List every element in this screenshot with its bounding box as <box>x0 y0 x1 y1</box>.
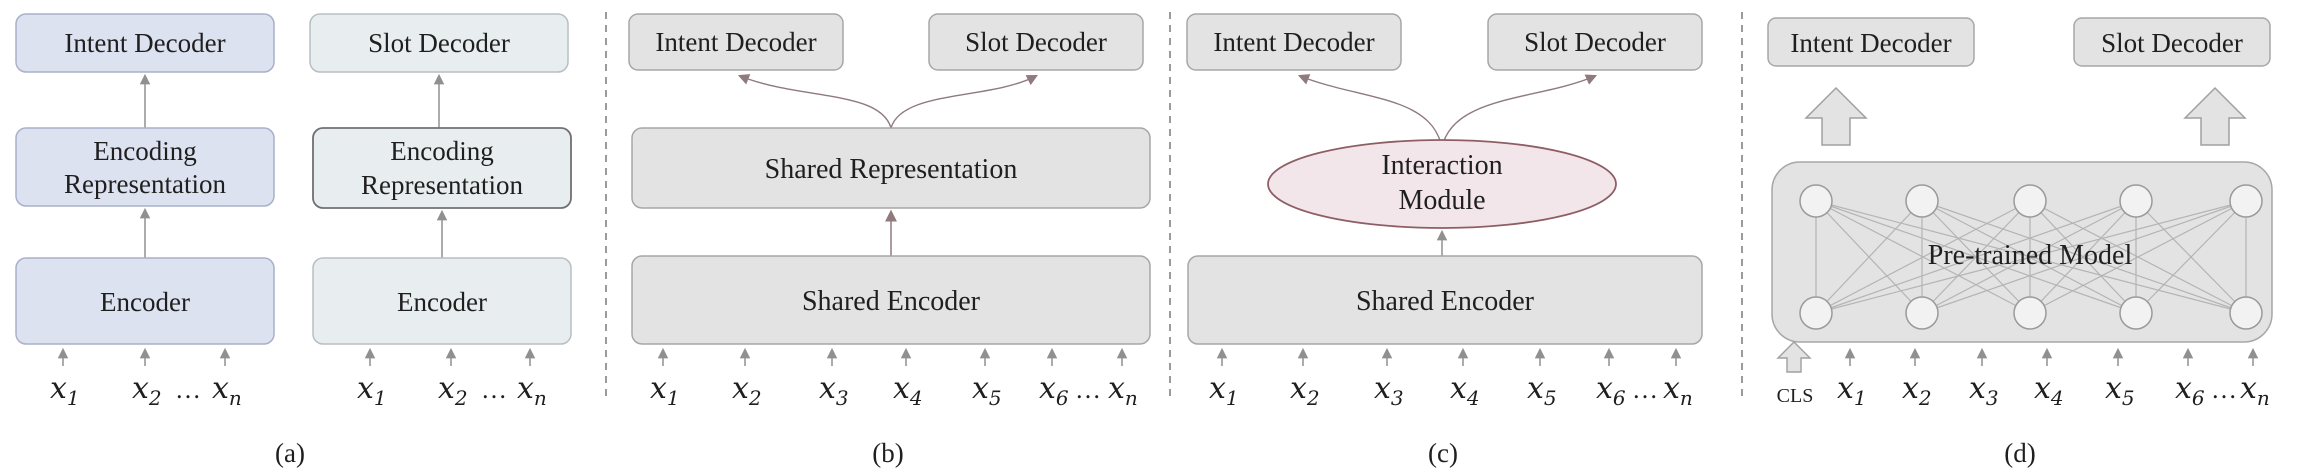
shared-representation-label: Shared Representation <box>765 154 1018 185</box>
input-token: x4 <box>893 371 923 410</box>
node-circle <box>1905 184 1939 218</box>
input-token: xn <box>1108 371 1138 410</box>
node-circle <box>2229 296 2263 330</box>
encoder-label: Encoder <box>397 287 487 317</box>
input-token: x6 <box>1039 371 1069 410</box>
input-token: x4 <box>2034 371 2064 410</box>
node-circle <box>2119 296 2153 330</box>
panel-d: Intent Decoder Slot Decoder Pre-trained … <box>1767 17 2273 468</box>
interaction-module-label-2: Module <box>1398 185 1485 216</box>
curve-arrow-intent <box>737 74 892 129</box>
input-token: xn <box>1663 371 1693 410</box>
encoding-representation-box <box>15 127 275 207</box>
input-token: x5 <box>2105 371 2135 410</box>
fully-connected-edges <box>1815 200 2247 314</box>
caption-d: (d) <box>2004 438 2035 468</box>
node-circle <box>2119 184 2153 218</box>
intent-decoder-box <box>1186 13 1402 71</box>
slot-decoder-label: Slot Decoder <box>1524 27 1666 57</box>
curve-arrow-slot <box>890 74 1038 129</box>
curve-arrow-intent <box>1297 74 1443 149</box>
encoding-representation-box <box>312 127 572 209</box>
input-token: x1 <box>1837 371 1867 410</box>
encoder-box <box>312 257 572 345</box>
shared-encoder-label: Shared Encoder <box>1356 286 1535 317</box>
input-token: x1 <box>1209 371 1239 410</box>
interaction-module-label-1: Interaction <box>1381 150 1502 181</box>
intent-decoder-label: Intent Decoder <box>64 28 225 58</box>
node-circle <box>1799 184 1833 218</box>
encoding-representation-label-1: Encoding <box>390 136 493 166</box>
shared-encoder-box <box>631 255 1151 345</box>
input-token: x6 <box>1596 371 1626 410</box>
input-token: x2 <box>1290 371 1320 410</box>
shared-encoder-label: Shared Encoder <box>802 286 981 317</box>
intent-decoder-box <box>15 13 275 73</box>
slot-decoder-label: Slot Decoder <box>2101 28 2243 58</box>
slot-decoder-box <box>309 13 569 73</box>
input-token: x3 <box>819 371 849 410</box>
input-token: x5 <box>972 371 1002 410</box>
caption-c: (c) <box>1428 438 1458 468</box>
ellipsis: … <box>1075 375 1101 404</box>
node-circle <box>2013 296 2047 330</box>
input-token: xn <box>212 371 242 410</box>
intent-decoder-label: Intent Decoder <box>1790 28 1951 58</box>
panel-c: Intent Decoder Slot Decoder Interaction … <box>1186 13 1703 468</box>
input-token: x1 <box>357 371 387 410</box>
encoding-representation-label-2: Representation <box>64 169 226 199</box>
input-token: x6 <box>2175 371 2205 410</box>
input-token: x3 <box>1374 371 1404 410</box>
ellipsis: … <box>1632 375 1658 404</box>
input-token: x2 <box>132 371 162 410</box>
ellipsis: … <box>175 375 201 404</box>
shared-encoder-box <box>1187 255 1703 345</box>
block-arrow-up-icon <box>1804 86 1868 146</box>
pretrained-model-label: Pre-trained Model <box>1928 240 2133 271</box>
block-arrow-up-icon <box>2183 86 2247 146</box>
ellipsis: … <box>2211 375 2237 404</box>
slot-decoder-label: Slot Decoder <box>965 27 1107 57</box>
input-token: x1 <box>50 371 80 410</box>
input-token: x1 <box>650 371 680 410</box>
interaction-module-ellipse <box>1267 139 1617 229</box>
shared-representation-box <box>631 127 1151 209</box>
input-token: x3 <box>1969 371 1999 410</box>
encoder-label: Encoder <box>100 287 190 317</box>
intent-decoder-label: Intent Decoder <box>655 27 816 57</box>
cls-label: CLS <box>1777 385 1814 407</box>
caption-a: (a) <box>275 438 305 468</box>
encoding-representation-label-2: Representation <box>361 170 523 200</box>
slot-decoder-box <box>1487 13 1703 71</box>
panel-a: Intent Decoder Encoding Representation E… <box>15 13 572 468</box>
input-token: xn <box>517 371 547 410</box>
input-token: xn <box>2240 371 2270 410</box>
panel-b: Intent Decoder Slot Decoder Shared Repre… <box>628 13 1151 468</box>
encoder-box <box>15 257 275 345</box>
input-token: x4 <box>1450 371 1480 410</box>
input-token: x2 <box>438 371 468 410</box>
ellipsis: … <box>481 375 507 404</box>
slot-decoder-box <box>2073 17 2271 67</box>
caption-b: (b) <box>872 438 903 468</box>
intent-decoder-box <box>628 13 844 71</box>
cls-arrow-icon <box>1776 341 1812 373</box>
node-circle <box>2229 184 2263 218</box>
intent-decoder-box <box>1767 17 1975 67</box>
slot-decoder-box <box>928 13 1144 71</box>
intent-decoder-label: Intent Decoder <box>1213 27 1374 57</box>
input-token: x2 <box>1902 371 1932 410</box>
node-circle <box>2013 184 2047 218</box>
curve-arrow-slot <box>1441 74 1598 149</box>
node-circle <box>1905 296 1939 330</box>
input-token: x2 <box>732 371 762 410</box>
encoding-representation-label-1: Encoding <box>93 136 196 166</box>
slot-decoder-label: Slot Decoder <box>368 28 510 58</box>
node-circle <box>1799 296 1833 330</box>
input-token: x5 <box>1527 371 1557 410</box>
